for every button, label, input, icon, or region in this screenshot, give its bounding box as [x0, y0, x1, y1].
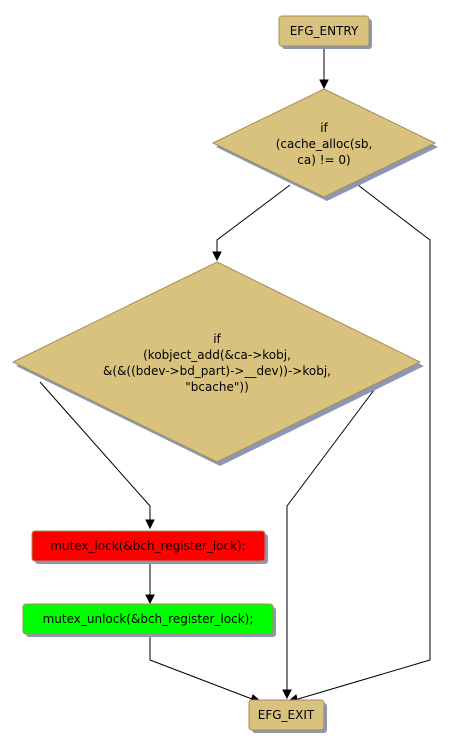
node-exit[interactable]: EFG_EXIT: [248, 699, 327, 733]
decision2-line-4: "bcache")): [185, 380, 249, 394]
mutex-unlock-box: [22, 603, 274, 635]
decision2-line-3: &(&((bdev->bd_part)->__dev))->kobj,: [103, 364, 331, 378]
arrowhead: [319, 79, 329, 90]
mutex-unlock-label: mutex_unlock(&bch_register_lock);: [43, 612, 254, 626]
exit-label: EFG_EXIT: [258, 708, 315, 722]
node-mutex-lock[interactable]: mutex_lock(&bch_register_lock);: [31, 530, 268, 564]
decision2-diamond: [11, 261, 422, 463]
node-entry[interactable]: EFG_ENTRY: [278, 15, 372, 49]
edge-decision2-to-exit: [286, 381, 381, 690]
decision1-line-3: ca) != 0): [297, 153, 350, 167]
edge-decision2-to-lock: [39, 381, 151, 520]
decision2-line-2: (kobject_add(&ca->kobj,: [143, 348, 291, 362]
arrowhead: [212, 251, 222, 262]
edge-decision1-to-exit: [297, 184, 431, 700]
decision2-line-1: if: [213, 332, 221, 346]
edge-unlock-to-exit: [149, 634, 253, 700]
node-mutex-unlock[interactable]: mutex_unlock(&bch_register_lock);: [22, 603, 276, 637]
arrowhead: [145, 519, 155, 530]
decision1-line-1: if: [320, 121, 328, 135]
decision1-line-2: (cache_alloc(sb,: [276, 137, 373, 151]
mutex-lock-box: [31, 530, 266, 562]
edges: [39, 46, 431, 704]
edge-decision1-to-decision2: [216, 184, 291, 252]
decision1-diamond: [211, 88, 437, 198]
arrowhead: [145, 594, 155, 605]
exit-box: [248, 699, 325, 731]
entry-label: EFG_ENTRY: [290, 24, 359, 38]
node-decision2[interactable]: if (kobject_add(&ca->kobj, &(&((bdev->bd…: [11, 261, 424, 466]
arrowhead: [282, 689, 292, 700]
node-decision1[interactable]: if (cache_alloc(sb, ca) != 0): [211, 88, 438, 201]
entry-box: [278, 15, 370, 47]
mutex-lock-label: mutex_lock(&bch_register_lock);: [50, 539, 246, 553]
